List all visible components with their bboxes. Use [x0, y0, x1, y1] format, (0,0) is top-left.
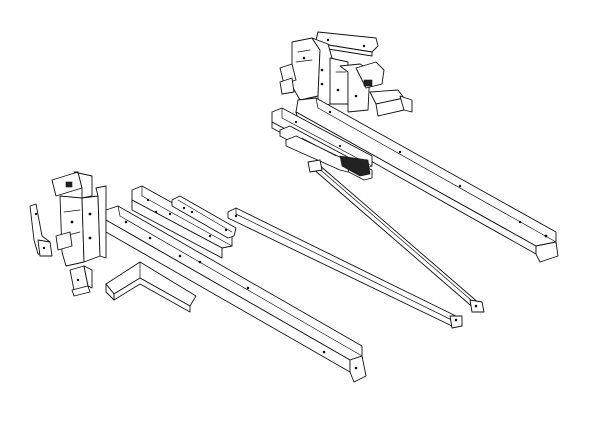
front-frame-assembly	[29, 171, 463, 383]
long-angle-rail	[105, 205, 367, 383]
double-rail	[271, 107, 373, 181]
upright-bracket	[279, 37, 385, 113]
small-bent-tab	[29, 203, 53, 257]
rear-frame-assembly	[271, 31, 559, 313]
short-rail	[131, 185, 233, 259]
small-tabs	[69, 265, 93, 297]
l-channel	[105, 261, 197, 313]
short-strap	[171, 195, 237, 239]
flat-strap-rail	[227, 207, 463, 329]
angle-bracket-right	[369, 89, 413, 117]
side-bracket-plate	[51, 171, 107, 267]
cross-brace-rod	[307, 159, 485, 313]
